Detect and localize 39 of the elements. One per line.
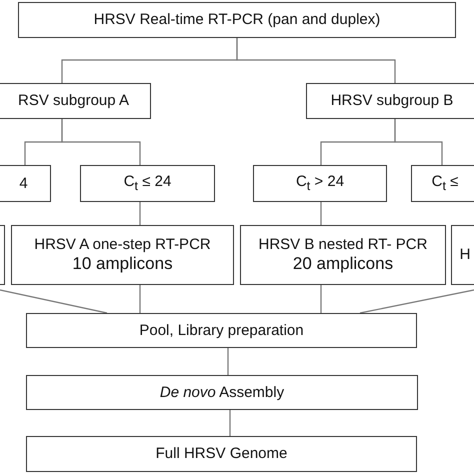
connector-line <box>360 289 474 314</box>
process-box <box>80 165 215 202</box>
process-box <box>306 83 474 119</box>
box-label: HRSV Real-time RT-PCR (pan and duplex) <box>94 11 380 29</box>
box-label: HRSV B nested RT- PCR <box>258 236 428 254</box>
box-label: 20 amplicons <box>292 254 394 274</box>
process-box <box>11 225 234 285</box>
box-label: 4 <box>19 174 28 192</box>
process-box <box>451 225 474 285</box>
connector-line <box>229 410 231 436</box>
connector-line <box>0 289 108 314</box>
process-box <box>0 165 51 202</box>
connector-line <box>320 202 322 225</box>
box-label: C$_{t}$ ≤ <box>432 173 458 194</box>
connector-line <box>394 119 443 165</box>
connector-line <box>139 285 141 313</box>
process-box <box>26 313 417 348</box>
box-label: 10 amplicons <box>72 254 173 274</box>
process-box <box>26 375 418 410</box>
box-label: HRSV subgroup B <box>330 92 454 110</box>
process-box <box>253 165 387 202</box>
box-label: Full HRSV Genome <box>156 445 288 463</box>
box-label: C$_{t}$ > 24 <box>296 173 344 194</box>
connector-line <box>236 38 396 83</box>
box-label: C$_{t}$ ≤ 24 <box>124 173 172 194</box>
box-label: De novo Assembly <box>160 384 284 402</box>
process-box <box>26 436 417 472</box>
box-label: HRSV A one-step RT-PCR <box>34 236 211 254</box>
process-box <box>411 165 474 202</box>
connector-line <box>139 202 141 225</box>
process-box <box>240 225 446 285</box>
connector-line <box>61 119 141 165</box>
connector-line <box>320 285 322 313</box>
process-box <box>18 2 456 38</box>
box-label: H <box>460 246 470 264</box>
box-label: RSV subgroup A <box>18 92 129 110</box>
connector-line <box>227 348 229 375</box>
process-box <box>0 83 151 119</box>
box-label: Pool, Library preparation <box>139 322 304 340</box>
